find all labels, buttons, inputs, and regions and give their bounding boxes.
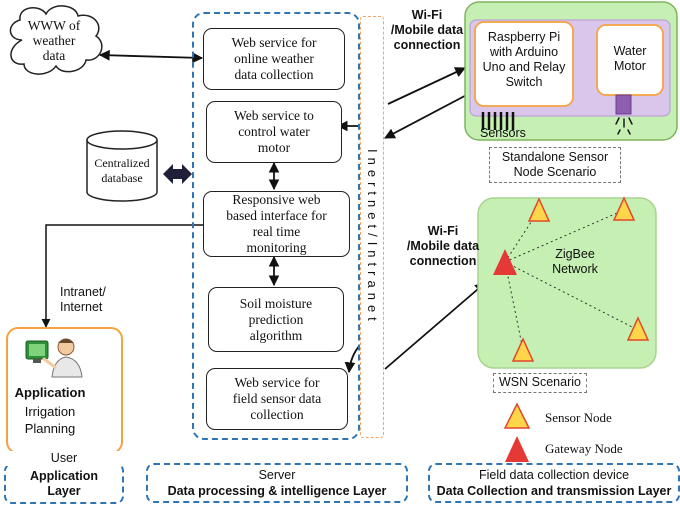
application-layer-title: Application Layer bbox=[29, 469, 99, 498]
field-layer-box: Field data collection device Data Collec… bbox=[428, 463, 680, 503]
wifi-top-label: Wi-Fi /Mobile data connection bbox=[390, 8, 464, 52]
zigbee-network-label: ZigBee Network bbox=[552, 247, 598, 276]
server-layer-title: Data processing & intelligence Layer bbox=[167, 484, 387, 498]
server-layer-box: Server Data processing & intelligence La… bbox=[146, 463, 408, 503]
user-layer-top: User bbox=[6, 451, 122, 466]
database-link-arrow bbox=[163, 164, 192, 184]
wifi-bottom-label: Wi-Fi /Mobile data connection bbox=[406, 224, 480, 268]
field-sensor-service-box[interactable]: Web service for field sensor data collec… bbox=[206, 368, 348, 430]
legend-gateway-triangle bbox=[505, 436, 529, 462]
application-label: Application bbox=[14, 385, 86, 400]
user-app-box[interactable]: Application Irrigation Planning bbox=[6, 327, 123, 454]
wsn-scenario-label: WSN Scenario bbox=[493, 373, 587, 393]
legend-sensor-label: Sensor Node bbox=[545, 410, 612, 425]
soil-moisture-algorithm-box[interactable]: Soil moisture prediction algorithm bbox=[208, 287, 344, 352]
monitoring-interface-box[interactable]: Responsive web based interface for real … bbox=[203, 191, 350, 257]
field-layer-top: Field data collection device bbox=[478, 468, 630, 482]
sensor-node-triangles bbox=[511, 196, 650, 362]
database-label: Centralized database bbox=[94, 156, 150, 185]
sensor-probes bbox=[481, 112, 515, 130]
cloud-label: WWW of weather data bbox=[27, 18, 81, 63]
cloud-shape bbox=[9, 5, 103, 75]
legend-gateway-label: Gateway Node bbox=[545, 441, 623, 456]
internet-intranet-label: Inertnet/Intranet bbox=[365, 148, 380, 326]
intranet-internet-label: Intranet/ Internet bbox=[60, 285, 106, 314]
water-drops bbox=[615, 117, 633, 135]
internet-intranet-bar: Inertnet/Intranet bbox=[360, 16, 384, 438]
gateway-node-triangle bbox=[493, 249, 517, 275]
sensors-label: Sensors bbox=[480, 126, 526, 140]
database-shape bbox=[86, 130, 158, 202]
raspberry-pi-label: Raspberry Pi with Arduino Uno and Relay … bbox=[482, 30, 566, 89]
field-layer-title: Data Collection and transmission Layer bbox=[436, 484, 672, 498]
weather-service-box[interactable]: Web service for online weather data coll… bbox=[203, 28, 345, 90]
motor-control-service-box[interactable]: Web service to control water motor bbox=[206, 101, 342, 163]
server-layer-top: Server bbox=[258, 468, 296, 482]
person-computer-icon bbox=[25, 338, 83, 378]
water-motor-label: Water Motor bbox=[613, 44, 647, 73]
irrigation-planning-label: Irrigation Planning bbox=[24, 404, 76, 436]
server-layer-container bbox=[192, 12, 360, 440]
legend-sensor-triangle bbox=[503, 402, 531, 429]
application-layer-box: User Application Layer bbox=[4, 451, 124, 504]
standalone-scenario-label: Standalone Sensor Node Scenario bbox=[489, 147, 621, 183]
